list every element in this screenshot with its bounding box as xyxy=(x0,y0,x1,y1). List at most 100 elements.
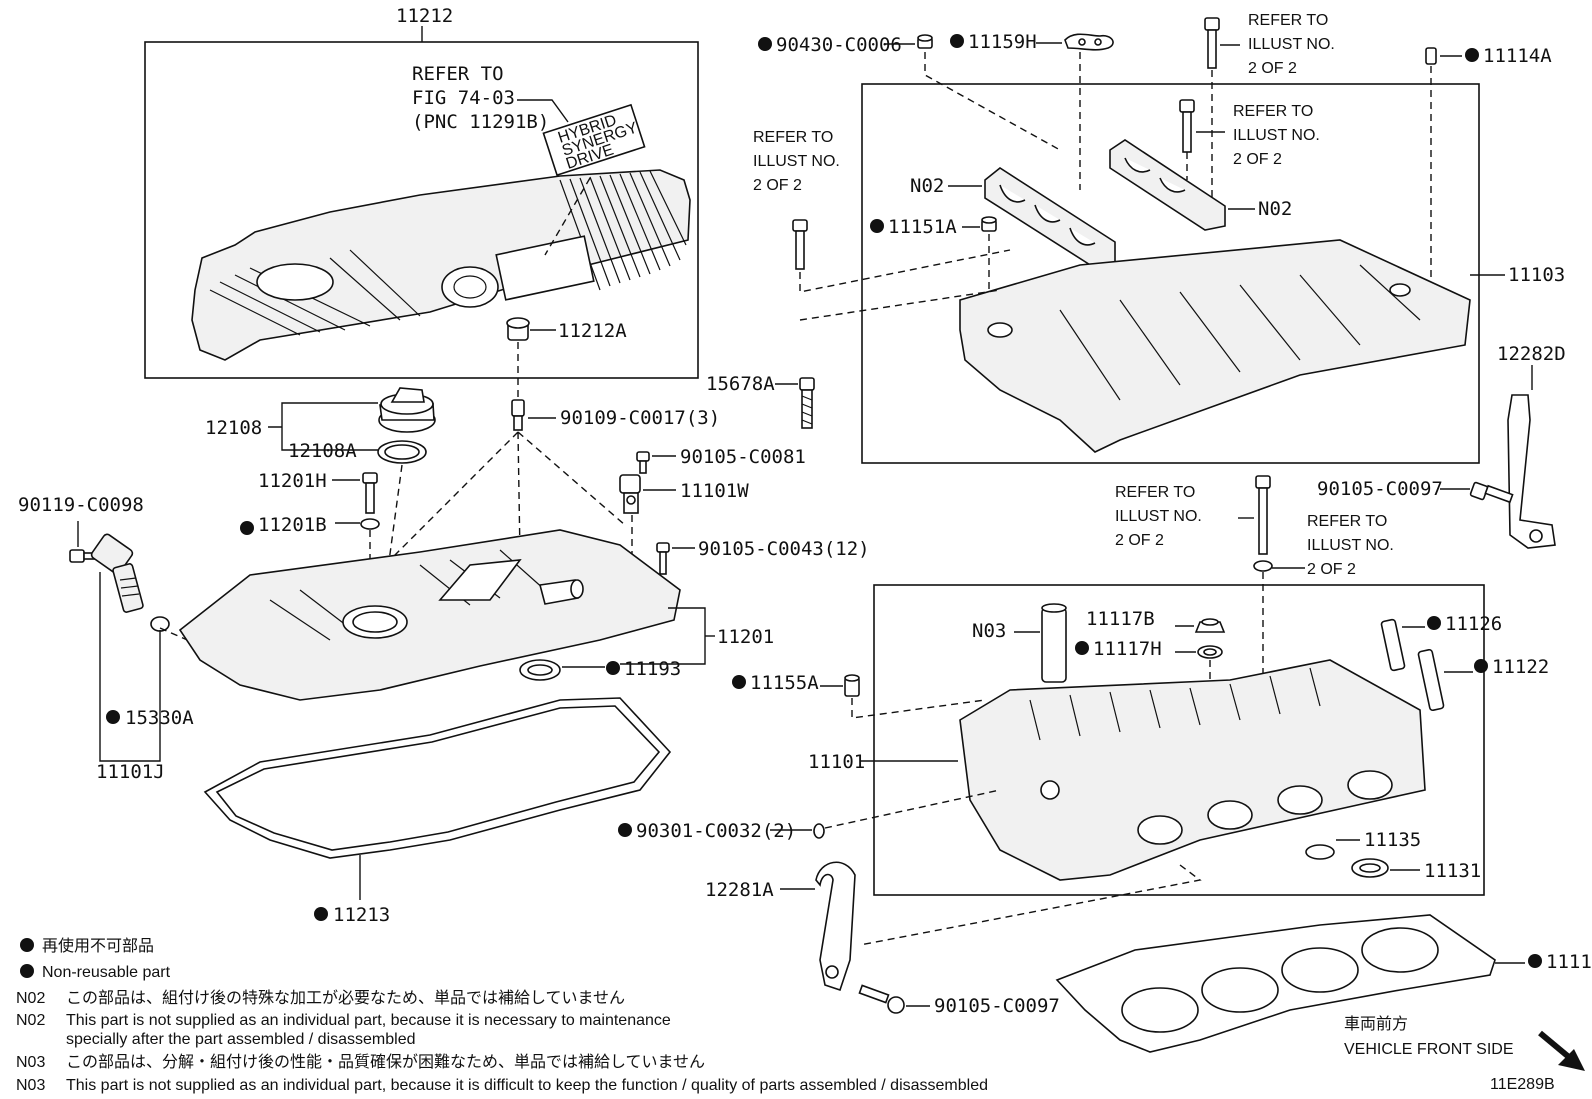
nonreusable-dot-15330a xyxy=(106,710,120,724)
label-11114a: 11114A xyxy=(1483,45,1552,67)
refer-illust-e-line1: REFER TO xyxy=(1307,513,1387,530)
washer-refer xyxy=(1253,560,1273,572)
stud-90109 xyxy=(511,399,525,431)
legend-dot-jp xyxy=(20,938,34,952)
label-11103: 11103 xyxy=(1508,264,1565,286)
bolt-refer-top xyxy=(1204,17,1220,69)
pin-11159h xyxy=(1064,33,1114,51)
camshaft-housing-11103 xyxy=(959,239,1471,453)
oil-control-valve-15330a xyxy=(90,533,144,613)
label-12108a: 12108A xyxy=(288,440,357,462)
legend-jp: 再使用不可部品 xyxy=(42,937,154,955)
washer-11201b xyxy=(360,518,380,530)
o-ring-15330 xyxy=(150,616,170,632)
bolt-11201h xyxy=(362,472,378,514)
oil-filler-cap-12108 xyxy=(378,387,436,433)
nonreusable-dot-11126 xyxy=(1427,616,1441,630)
note-n03-tag-jp: N03 xyxy=(16,1054,45,1071)
label-11131: 11131 xyxy=(1424,860,1481,882)
label-n02-right: N02 xyxy=(1258,198,1292,220)
label-n02-left: N02 xyxy=(910,175,944,197)
refer-illust-a-line3: 2 OF 2 xyxy=(1248,60,1297,77)
head-gasket-11115 xyxy=(1055,914,1496,1053)
label-11212a: 11212A xyxy=(558,320,627,342)
nonreusable-dot-90301 xyxy=(618,823,632,837)
refer-illust-b-line3: 2 OF 2 xyxy=(1233,151,1282,168)
label-11213: 11213 xyxy=(333,904,390,926)
nonreusable-dot-11201b xyxy=(240,521,254,535)
cover-gasket-11213 xyxy=(203,697,672,859)
camshaft-bearing-cap-n02-right xyxy=(1109,139,1226,231)
badge-leader xyxy=(517,99,569,123)
refer-illust-a-line1: REFER TO xyxy=(1248,12,1328,29)
label-11115: 11115 xyxy=(1546,951,1592,973)
front-side-jp: 車両前方 xyxy=(1344,1015,1408,1033)
o-ring-90301 xyxy=(813,823,825,839)
bolt-refer-mid xyxy=(1179,99,1195,153)
label-12108: 12108 xyxy=(205,417,262,439)
label-11101w: 11101W xyxy=(680,480,749,502)
label-11126: 11126 xyxy=(1445,613,1502,635)
label-11122: 11122 xyxy=(1492,656,1549,678)
nonreusable-dot-11117h xyxy=(1075,641,1089,655)
label-90105-c0097-bottom: 90105-C0097 xyxy=(934,995,1060,1017)
refer-illust-c-line2: ILLUST NO. xyxy=(753,153,840,170)
note-n02-tag-en: N02 xyxy=(16,1012,45,1029)
seal-11193 xyxy=(519,659,561,681)
label-90119: 90119-C0098 xyxy=(18,494,144,516)
cylinder-head-cover-11201 xyxy=(178,529,681,701)
cylinder-head-11101 xyxy=(959,659,1426,881)
camshaft-housing-group-box xyxy=(861,83,1480,464)
knock-pin-11114a xyxy=(1425,47,1437,65)
label-11193: 11193 xyxy=(624,658,681,680)
ring-pin-11155a xyxy=(844,674,860,697)
label-11117h: 11117H xyxy=(1093,638,1162,660)
label-15678a: 15678A xyxy=(706,373,775,395)
label-11201h: 11201H xyxy=(258,470,327,492)
refer-illust-b-line1: REFER TO xyxy=(1233,103,1313,120)
label-11151a: 11151A xyxy=(888,216,957,238)
bolt-15678a xyxy=(799,377,815,429)
label-11101: 11101 xyxy=(808,751,865,773)
label-11159h: 11159H xyxy=(968,31,1037,53)
refer-fig-line1: REFER TO xyxy=(412,63,504,85)
plug-11151a xyxy=(981,216,997,232)
nonreusable-dot-90430 xyxy=(758,37,772,51)
legend-en: Non-reusable part xyxy=(42,964,171,981)
legend-dot-en xyxy=(20,964,34,978)
figure-code: 11E289B xyxy=(1490,1076,1555,1093)
bolt-90105-c0043 xyxy=(656,542,670,575)
label-90105-c0097-top: 90105-C0097 xyxy=(1317,478,1443,500)
label-90301: 90301-C0032(2) xyxy=(636,820,796,842)
note-n03-tag-en: N03 xyxy=(16,1077,45,1094)
bolt-refer-left xyxy=(792,219,808,270)
camshaft-bearing-cap-n02-left xyxy=(984,167,1116,269)
label-90105-c0043: 90105-C0043(12) xyxy=(698,538,870,560)
hybrid-synergy-drive-badge: HYBRID SYNERGY DRIVE xyxy=(542,103,646,177)
label-11212: 11212 xyxy=(396,5,453,27)
cam-position-sensor-11101w xyxy=(619,474,641,514)
badge-dash xyxy=(544,177,591,256)
label-90430: 90430-C0006 xyxy=(776,34,902,56)
label-n03: N03 xyxy=(972,620,1006,642)
nonreusable-dot-11193 xyxy=(606,661,620,675)
label-90109: 90109-C0017(3) xyxy=(560,407,720,429)
seal-11135 xyxy=(1305,844,1335,860)
plug-90430-c0006 xyxy=(917,34,933,49)
nonreusable-dot-11159h xyxy=(950,34,964,48)
gasket-12108a xyxy=(377,440,427,464)
nonreusable-dot-11213 xyxy=(314,907,328,921)
nonreusable-dot-11114a xyxy=(1465,48,1479,62)
nonreusable-dot-11151a xyxy=(870,219,884,233)
sleeve-n03 xyxy=(1041,603,1067,683)
label-12281a: 12281A xyxy=(705,879,774,901)
bolt-90105-c0097-top xyxy=(1469,481,1514,504)
refer-illust-e-line2: ILLUST NO. xyxy=(1307,537,1394,554)
valve-stem-cap-11117b xyxy=(1194,618,1226,633)
note-n02-en1: This part is not supplied as an individu… xyxy=(66,1012,671,1029)
bolt-90119-c0098 xyxy=(69,549,95,563)
nonreusable-dot-11155a xyxy=(732,675,746,689)
note-n02-tag-jp: N02 xyxy=(16,990,45,1007)
engine-hanger-12281a xyxy=(815,861,856,992)
